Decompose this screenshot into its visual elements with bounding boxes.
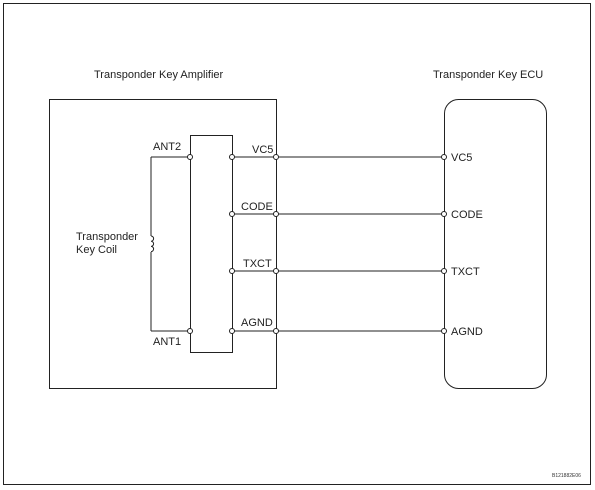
ic-box xyxy=(190,135,233,353)
agnd-ic-terminal xyxy=(229,328,235,334)
amplifier-title: Transponder Key Amplifier xyxy=(94,69,224,81)
code-ecu-terminal xyxy=(441,211,447,217)
vc5-ic-terminal xyxy=(229,154,235,160)
outer-frame xyxy=(3,3,591,485)
code-ic-terminal xyxy=(229,211,235,217)
txct-amp-terminal xyxy=(273,268,279,274)
ecu-pin-code: CODE xyxy=(451,209,483,221)
amp-pin-code: CODE xyxy=(241,201,273,213)
ant2-terminal xyxy=(187,154,193,160)
amp-pin-agnd: AGND xyxy=(241,317,273,329)
agnd-amp-terminal xyxy=(273,328,279,334)
txct-ic-terminal xyxy=(229,268,235,274)
ecu-pin-txct: TXCT xyxy=(451,266,480,278)
amplifier-box xyxy=(49,99,277,389)
agnd-ecu-terminal xyxy=(441,328,447,334)
vc5-amp-terminal xyxy=(273,154,279,160)
ant1-terminal xyxy=(187,328,193,334)
ecu-title: Transponder Key ECU xyxy=(433,69,543,81)
ant1-label: ANT1 xyxy=(153,336,181,348)
coil-icon xyxy=(150,235,155,253)
vc5-ecu-terminal xyxy=(441,154,447,160)
ant2-label: ANT2 xyxy=(153,141,181,153)
coil-label-line1: Transponder xyxy=(76,231,138,243)
reference-code: B121882E06 xyxy=(552,473,581,479)
coil-label-line2: Key Coil xyxy=(76,244,117,256)
amp-pin-txct: TXCT xyxy=(243,258,272,270)
amp-pin-vc5: VC5 xyxy=(252,144,273,156)
ecu-pin-vc5: VC5 xyxy=(451,152,472,164)
ecu-pin-agnd: AGND xyxy=(451,326,483,338)
code-amp-terminal xyxy=(273,211,279,217)
txct-ecu-terminal xyxy=(441,268,447,274)
ecu-box xyxy=(444,99,547,389)
